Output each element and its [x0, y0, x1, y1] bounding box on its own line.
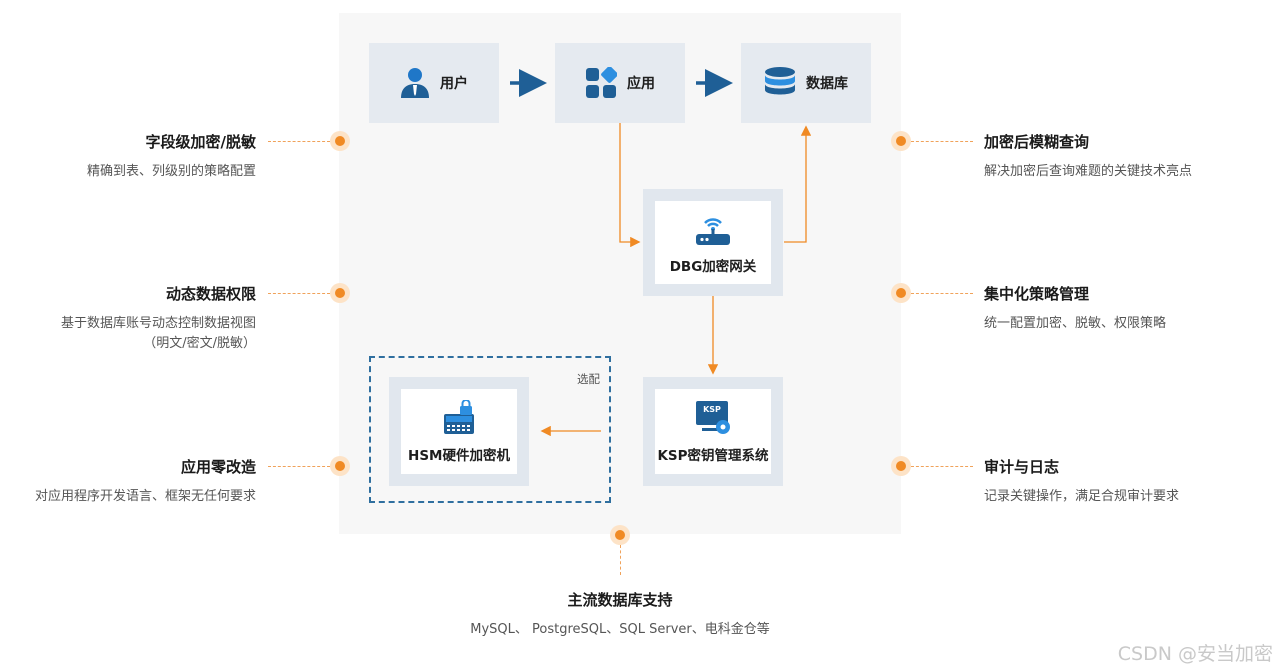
feature-title-audit-log: 审计与日志	[984, 458, 1060, 476]
hsm-node: HSM硬件加密机	[389, 377, 529, 486]
feature-dot	[610, 525, 630, 545]
router-icon	[696, 217, 730, 245]
feature-dot	[891, 456, 911, 476]
gateway-node: DBG加密网关	[643, 189, 783, 296]
feature-title-field-encryption: 字段级加密/脱敏	[145, 133, 256, 151]
ksp-icon: KSP	[696, 400, 730, 434]
feature-desc-dynamic-permission-2: （明文/密文/脱敏）	[143, 336, 256, 351]
connector-dash	[911, 466, 973, 467]
svg-text:KSP: KSP	[703, 405, 721, 414]
user-node: 用户	[369, 43, 499, 123]
feature-title-fuzzy-query: 加密后模糊查询	[984, 133, 1090, 151]
feature-title-zero-modification: 应用零改造	[180, 458, 256, 476]
connector-dash	[268, 466, 330, 467]
feature-title-central-policy: 集中化策略管理	[984, 285, 1090, 303]
connector-dash	[268, 293, 330, 294]
app-grid-icon	[586, 67, 617, 98]
feature-title-db-support: 主流数据库支持	[567, 591, 673, 609]
feature-desc-fuzzy-query: 解决加密后查询难题的关键技术亮点	[984, 164, 1193, 179]
connector-dash	[911, 293, 973, 294]
connector-dash	[268, 141, 330, 142]
feature-dot	[330, 131, 350, 151]
feature-desc-zero-modification: 对应用程序开发语言、框架无任何要求	[34, 489, 256, 504]
connector-dash	[620, 545, 621, 575]
watermark: CSDN @安当加密	[1117, 643, 1273, 665]
optional-hsm-group	[369, 356, 611, 503]
app-node: 应用	[555, 43, 685, 123]
feature-desc-audit-log: 记录关键操作，满足合规审计要求	[984, 489, 1180, 504]
feature-desc-db-support: MySQL、 PostgreSQL、SQL Server、电科金仓等	[470, 622, 770, 637]
optional-label: 选配	[577, 372, 600, 386]
feature-desc-dynamic-permission: 基于数据库账号动态控制数据视图	[60, 316, 256, 331]
ksp-node: KSP KSP密钥管理系统	[643, 377, 783, 486]
feature-dot	[891, 283, 911, 303]
feature-desc-central-policy: 统一配置加密、脱敏、权限策略	[984, 316, 1167, 331]
feature-dot	[330, 456, 350, 476]
feature-dot	[891, 131, 911, 151]
database-icon	[765, 67, 795, 95]
connector-dash	[911, 141, 973, 142]
feature-title-dynamic-permission: 动态数据权限	[165, 285, 256, 303]
user-icon	[401, 68, 429, 98]
feature-dot	[330, 283, 350, 303]
feature-desc-field-encryption: 精确到表、列级别的策略配置	[86, 164, 256, 179]
arrow-gateway-to-database	[784, 125, 812, 243]
database-node: 数据库	[741, 43, 871, 123]
arrow-app-to-gateway	[619, 123, 641, 248]
hsm-icon	[444, 399, 474, 434]
